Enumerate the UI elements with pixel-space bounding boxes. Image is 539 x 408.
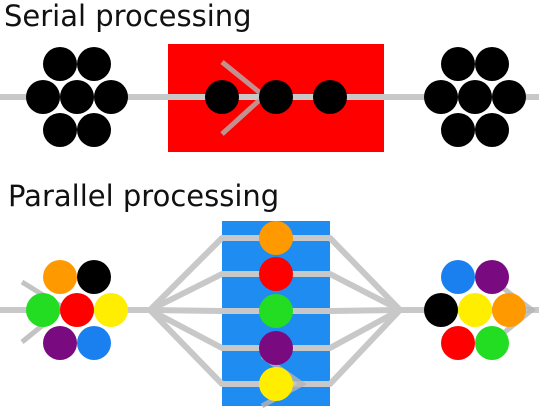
serial-input-dot [43,47,77,81]
serial-input-dot [43,113,77,147]
parallel-output-dot [475,260,509,294]
parallel-input-dot [60,293,94,327]
parallel-lane-dot [259,257,293,291]
parallel-input-dot [26,293,60,327]
parallel-input-dot [77,326,111,360]
serial-processing-dot [259,80,293,114]
serial-output-dot [475,47,509,81]
parallel-lane-dot [259,294,293,328]
parallel-output-dot [441,326,475,360]
serial-output-dot [424,80,458,114]
parallel-output-dot [458,293,492,327]
serial-input-dot [26,80,60,114]
parallel-output-dot [424,293,458,327]
parallel-lane-dot [259,331,293,365]
parallel-lane-dot [259,367,293,401]
serial-output-dot [492,80,526,114]
parallel-input-dot [43,326,77,360]
serial-processing-title: Serial processing [4,0,252,33]
serial-input-dot [77,113,111,147]
parallel-output-dot [475,326,509,360]
parallel-processing-title: Parallel processing [8,179,280,213]
serial-input-dot [60,80,94,114]
serial-output-dot [475,113,509,147]
serial-input-dot [94,80,128,114]
serial-processing-dot [313,80,347,114]
parallel-lane-dot [259,221,293,255]
parallel-output-arrow [493,280,537,342]
serial-input-dot [77,47,111,81]
serial-output-dot [441,113,475,147]
parallel-diagram [0,221,539,408]
serial-output-dot [441,47,475,81]
parallel-input-dot [94,293,128,327]
serial-output-dot [458,80,492,114]
parallel-input-dot [43,260,77,294]
serial-processing-dot [205,80,239,114]
parallel-output-dot [441,260,475,294]
parallel-output-dot [492,293,526,327]
serial-diagram [0,44,539,152]
parallel-input-dot [77,260,111,294]
